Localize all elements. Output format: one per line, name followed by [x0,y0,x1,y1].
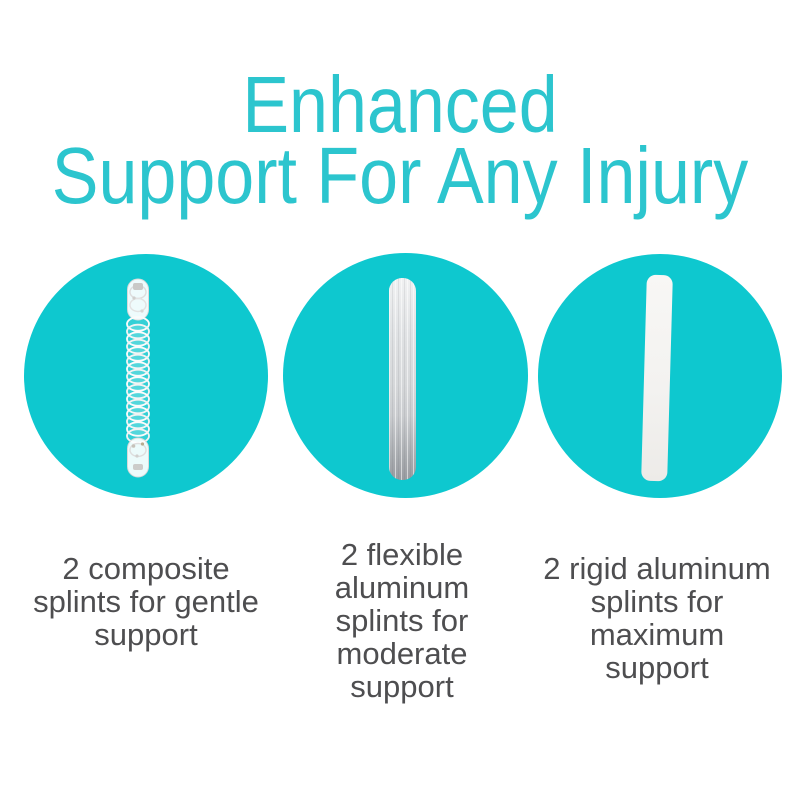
feature-circle-flexible [283,253,528,498]
rigid-aluminum-splint-icon [641,274,673,482]
caption-rigid-splints: 2 rigid aluminum splints for maximum sup… [517,552,797,684]
feature-circle-composite [24,254,268,498]
caption-line: 2 flexible [340,537,464,572]
caption-line: support [605,650,709,685]
caption-line: support [94,617,198,652]
caption-line: moderate [336,636,468,671]
composite-splint-coil-icon [126,278,150,478]
caption-line: splints for [590,584,724,619]
caption-line: 2 composite [62,551,230,586]
caption-flexible-splints: 2 flexible aluminum splints for moderate… [262,538,542,703]
caption-line: 2 rigid aluminum [543,551,771,586]
page-title-line-2: Support For Any Injury [51,130,749,220]
feature-circle-rigid [538,254,782,498]
caption-line: splints for [335,603,469,638]
caption-line: maximum [589,617,725,652]
caption-line: aluminum [334,570,470,605]
caption-line: splints for gentle [33,584,259,619]
caption-composite-splints: 2 composite splints for gentle support [6,552,286,651]
caption-line: support [350,669,454,704]
page-title-line-1: Enhanced [242,59,558,149]
flexible-aluminum-splint-icon [389,278,416,480]
